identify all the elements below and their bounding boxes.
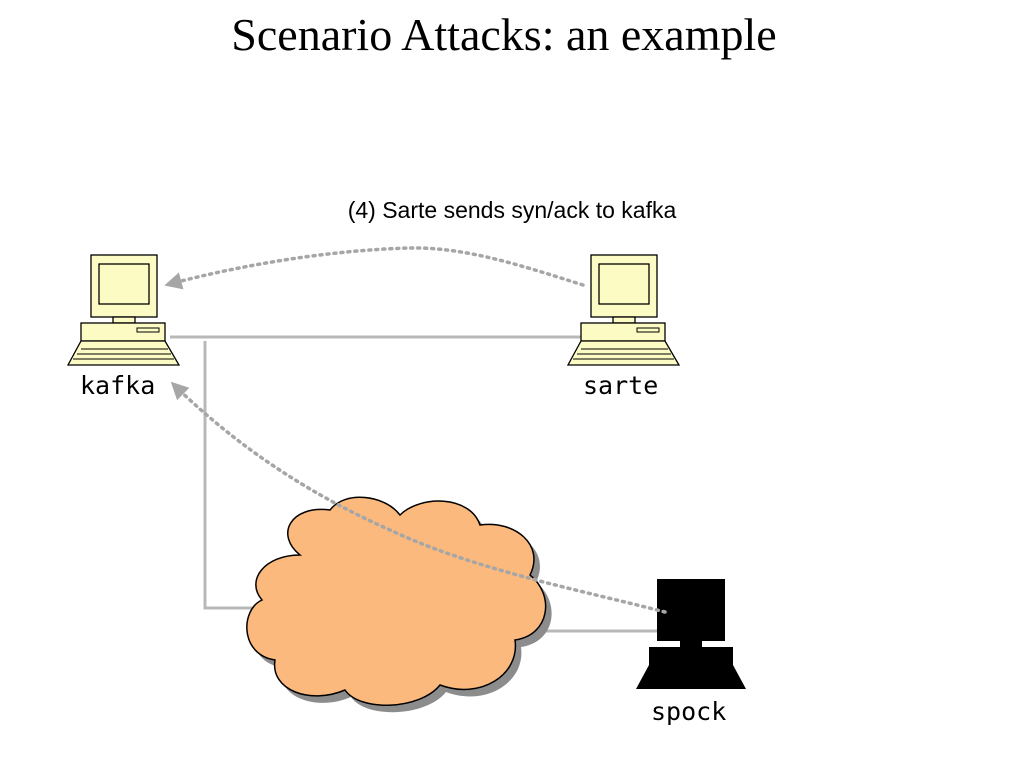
host-label-kafka: kafka <box>80 371 156 400</box>
arrow-sarte-to-kafka <box>164 246 585 290</box>
sarte-computer-icon[interactable] <box>566 254 681 366</box>
kafka-computer-icon[interactable] <box>66 254 181 366</box>
step-caption: (4) Sarte sends syn/ack to kafka <box>347 197 677 223</box>
slide-title: Scenario Attacks: an example <box>231 9 777 60</box>
host-label-spock: spock <box>651 697 727 726</box>
host-label-sarte: sarte <box>583 371 659 400</box>
network-links <box>170 335 660 633</box>
spock-computer-icon[interactable] <box>636 579 746 689</box>
arrow-spock-to-kafka <box>170 381 667 614</box>
message-arrows <box>164 246 667 614</box>
cloud-icon <box>246 496 552 713</box>
link-kafka-internet <box>203 341 262 610</box>
